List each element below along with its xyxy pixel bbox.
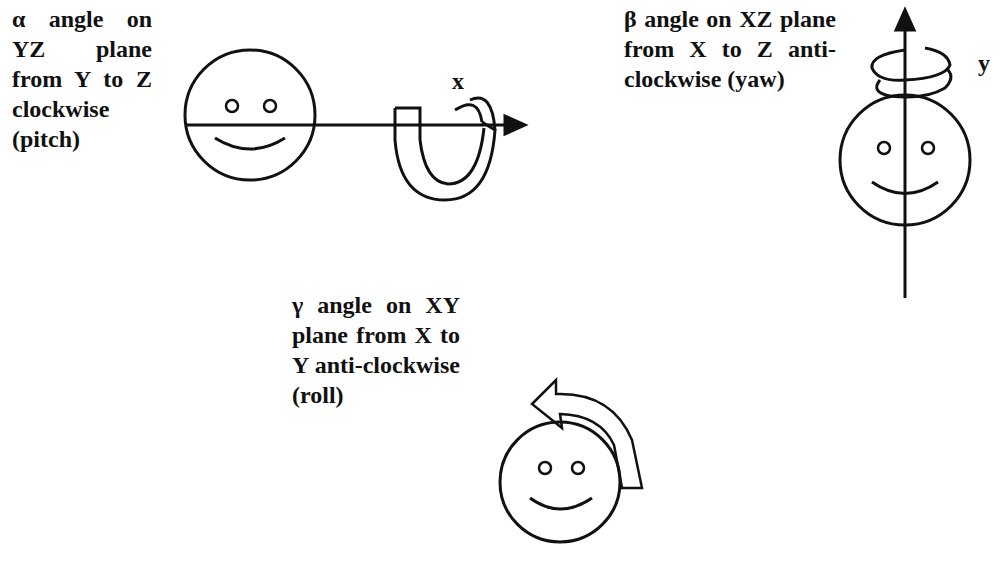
ribbon <box>395 108 495 200</box>
x-axis <box>185 124 505 127</box>
eye <box>922 142 934 154</box>
smile <box>215 138 285 149</box>
ribbon <box>455 98 495 130</box>
angle-description: α angle on YZ plane from Y to Z clockwis… <box>12 4 152 154</box>
eye <box>539 462 551 474</box>
yaw-figure <box>840 10 970 298</box>
eye <box>878 142 890 154</box>
roll-figure <box>500 380 642 542</box>
eye <box>572 462 584 474</box>
angle-description: β angle on XZ plane from X to Z anti-clo… <box>624 4 836 94</box>
y-axis <box>904 28 907 298</box>
axis-label: x <box>452 66 482 96</box>
arrowhead <box>505 116 525 134</box>
arrowhead <box>896 10 914 30</box>
eye <box>226 100 238 112</box>
eye <box>264 100 276 112</box>
axis-label: y <box>978 48 998 78</box>
smile <box>530 498 592 509</box>
face <box>500 422 620 542</box>
angle-description: γ angle on XY plane from X to Y anti-clo… <box>292 290 460 410</box>
spiral <box>872 48 951 97</box>
roll-arrow <box>532 380 642 488</box>
face <box>185 50 315 180</box>
pitch-figure <box>185 50 525 200</box>
